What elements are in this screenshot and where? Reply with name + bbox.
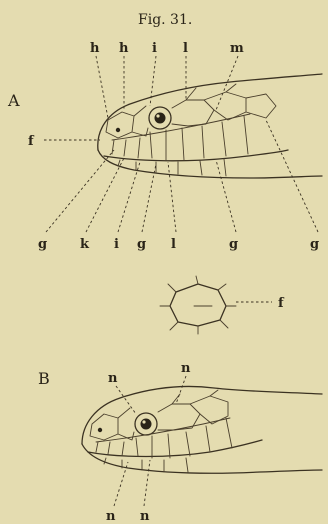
label-g-2: g [137,237,146,252]
head-b-rostral-scales [90,414,118,440]
label-h-1: h [90,41,100,56]
head-a-temporal-scales [172,100,214,126]
label-n-bottom-2: n [140,509,150,524]
leader-h1 [96,56,108,118]
label-h-2: h [119,41,129,56]
label-g-3: g [229,237,238,252]
leader-i-bottom [118,162,140,232]
head-a-mouth-line [104,150,288,161]
head-a-ventral-outline [98,150,322,178]
head-a-supralabial-scales [112,116,248,160]
head-b-ventral-outline [82,444,322,473]
panel-a-leader-lines [44,56,318,232]
head-b-pupil [141,419,152,430]
label-l-top: l [183,41,188,56]
label-k: k [80,237,90,252]
head-a-nasal-scales [132,106,148,136]
head-a-pupil [155,113,166,124]
snake-head-a-drawing [98,74,322,178]
head-a-infralabial-scales [118,159,226,176]
leader-n-bottom-1 [114,462,128,506]
leader-g2 [142,164,156,232]
panel-b-leader-lines [114,376,186,506]
label-n-bottom-1: n [106,509,116,524]
panel-b: B n n n n [38,361,322,524]
head-b-nostril [98,428,102,432]
detail-label-f: f [278,296,285,311]
head-a-rear-scales [246,94,276,118]
leader-i-top [150,56,156,106]
leader-n-top-2 [176,376,186,404]
leader-n-top-1 [116,386,136,414]
leader-l-bottom [168,162,176,232]
isolated-scale-edges [160,276,236,334]
snake-head-b-drawing [82,386,322,473]
label-n-top-1: n [108,371,118,386]
head-b-mouth-line [88,440,262,457]
label-g-1: g [38,237,47,252]
leader-k [86,158,124,232]
panel-a-letter: A [7,91,20,110]
leader-g1 [46,150,114,232]
head-b-nasal-scales [118,408,134,440]
figure-caption: Fig. 31. [138,12,192,28]
panel-a: A [7,41,322,252]
head-b-eye-highlight [142,420,145,423]
label-m: m [230,41,244,56]
head-a-eye-highlight [156,114,159,117]
leader-n-bottom-2 [144,460,150,506]
head-a-dorsal-outline [98,74,322,150]
head-a-nostril [116,128,120,132]
isolated-scale-f [170,284,226,326]
label-i-top: i [152,41,157,56]
detail-scale: f [160,276,285,334]
label-f: f [28,134,35,149]
label-n-top-2: n [181,361,191,376]
panel-b-letter: B [38,369,50,388]
label-l-bottom: l [171,237,176,252]
label-g-4: g [310,237,319,252]
label-i-bottom: i [114,237,119,252]
leader-g3 [216,160,236,232]
